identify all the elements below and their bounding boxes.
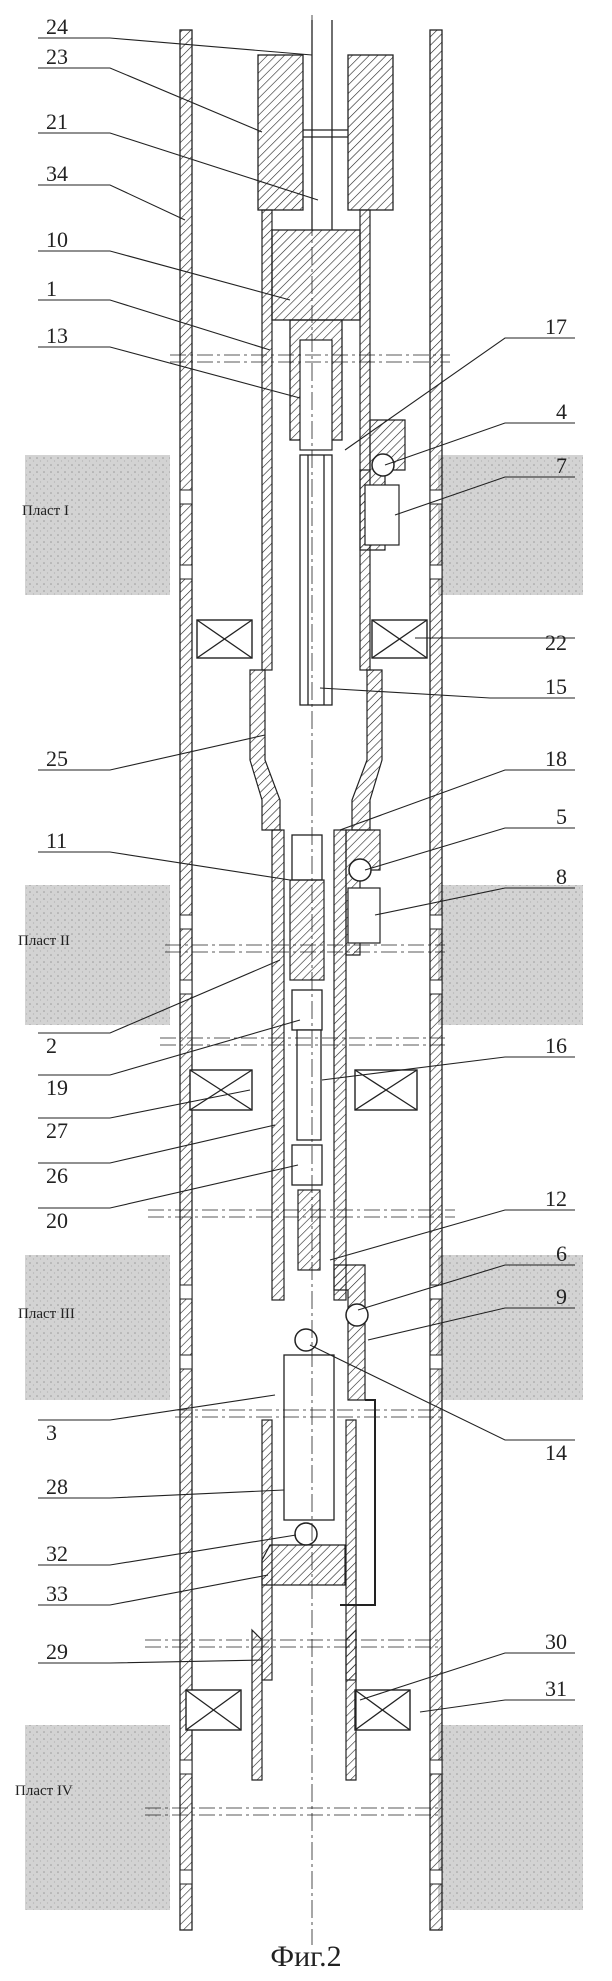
callout-17: 17 bbox=[545, 314, 567, 339]
callout-18: 18 bbox=[545, 746, 567, 771]
zone-label-4: Пласт IV bbox=[15, 1783, 73, 1799]
callout-23: 23 bbox=[46, 44, 68, 69]
callout-28: 28 bbox=[46, 1474, 68, 1499]
callout-9: 9 bbox=[556, 1284, 567, 1309]
callout-2: 2 bbox=[46, 1033, 57, 1058]
callout-22: 22 bbox=[545, 630, 567, 655]
callout-26: 26 bbox=[46, 1163, 68, 1188]
packer-lower bbox=[186, 1630, 410, 1780]
figure-caption: Фиг.2 bbox=[270, 1940, 341, 1973]
callout-8: 8 bbox=[556, 864, 567, 889]
callout-30: 30 bbox=[545, 1629, 567, 1654]
callout-5: 5 bbox=[556, 804, 567, 829]
callout-3: 3 bbox=[46, 1420, 57, 1445]
callout-1: 1 bbox=[46, 276, 57, 301]
callout-6: 6 bbox=[556, 1241, 567, 1266]
callout-21: 21 bbox=[46, 109, 68, 134]
callout-14: 14 bbox=[545, 1440, 567, 1465]
formation-zone-4 bbox=[25, 1725, 583, 1910]
callout-20: 20 bbox=[46, 1208, 68, 1233]
callout-31: 31 bbox=[545, 1676, 567, 1701]
callout-24: 24 bbox=[46, 14, 68, 39]
callout-11: 11 bbox=[46, 828, 67, 853]
callout-33: 33 bbox=[46, 1581, 68, 1606]
callout-19: 19 bbox=[46, 1075, 68, 1100]
callout-29: 29 bbox=[46, 1639, 68, 1664]
callout-15: 15 bbox=[545, 674, 567, 699]
callout-32: 32 bbox=[46, 1541, 68, 1566]
callout-13: 13 bbox=[46, 323, 68, 348]
callout-27: 27 bbox=[46, 1118, 68, 1143]
callout-7: 7 bbox=[556, 453, 567, 478]
callout-12: 12 bbox=[545, 1186, 567, 1211]
callout-25: 25 bbox=[46, 746, 68, 771]
middle-module-body bbox=[272, 830, 380, 1300]
callout-10: 10 bbox=[46, 227, 68, 252]
callout-16: 16 bbox=[545, 1033, 567, 1058]
zone-label-2: Пласт II bbox=[18, 933, 70, 949]
zone-label-3: Пласт III bbox=[18, 1306, 75, 1322]
tubing-string bbox=[258, 20, 393, 230]
callout-4: 4 bbox=[556, 399, 567, 424]
callout-34: 34 bbox=[46, 161, 68, 186]
zone-label-1: Пласт I bbox=[22, 503, 69, 519]
